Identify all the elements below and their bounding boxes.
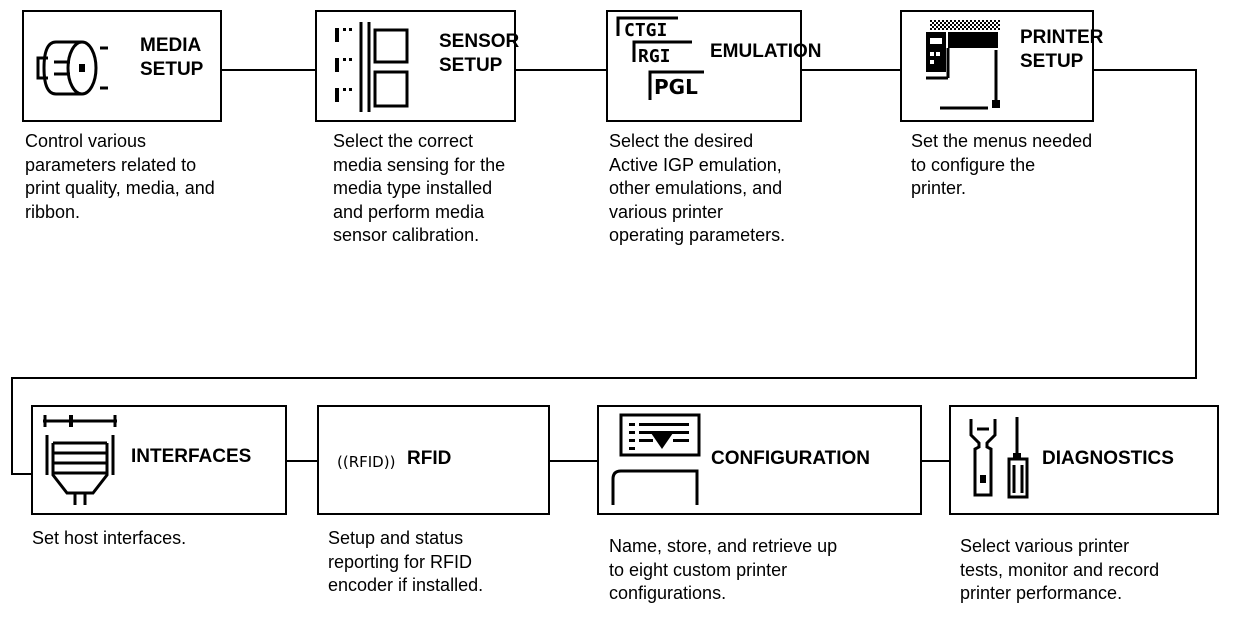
diagnostics-box[interactable]: DIAGNOSTICS [949, 405, 1219, 515]
rfid-desc-line: Setup and status [328, 528, 464, 548]
printer-setup-description: Set the menus needed to configure the pr… [911, 130, 1092, 201]
interfaces-desc-line: Set host interfaces. [32, 528, 187, 548]
sensor-desc-line: and perform media [333, 201, 485, 222]
configuration-description: Name, store, and retrieve up to eight cu… [609, 535, 837, 606]
diagnostics-desc-line: printer performance. [960, 583, 1123, 603]
emulation-stack-icon: CTGI RGI PGL [616, 16, 704, 100]
media-setup-box[interactable]: MEDIA SETUP [22, 10, 222, 122]
printer-setup-box[interactable]: PRINTER SETUP [900, 10, 1103, 122]
rfid-label: RFID [407, 448, 452, 469]
printer-setup-label-line1: PRINTER [1020, 27, 1104, 48]
printer-desc-line: to configure the [911, 154, 1036, 175]
media-desc-line: Control various [25, 131, 147, 151]
emulation-desc-line: Select the desired [609, 131, 754, 151]
ribbon-roll-icon [36, 40, 108, 96]
sensor-setup-label-line1: SENSOR [439, 31, 520, 52]
emulation-box[interactable]: CTGI RGI PGL EMULATION [606, 10, 822, 122]
sensor-setup-description: Select the correct media sensing for the… [333, 130, 505, 248]
interfaces-box[interactable]: INTERFACES [31, 405, 287, 515]
printer-desc-line: Set the menus needed [911, 131, 1093, 151]
rfid-desc-line: encoder if installed. [328, 575, 484, 595]
configuration-desc-line: Name, store, and retrieve up [609, 536, 838, 556]
rfid-icon: ((RFID)) [337, 453, 395, 471]
emulation-icon-ctgi: CTGI [624, 20, 667, 41]
sensor-setup-label-line2: SETUP [439, 55, 503, 76]
media-setup-label-line1: MEDIA [140, 35, 202, 56]
configuration-desc-line: configurations. [609, 583, 727, 603]
media-setup-description: Control various parameters related to pr… [25, 130, 215, 224]
media-setup-label-line2: SETUP [140, 59, 204, 80]
printer-desc-line: printer. [911, 178, 967, 198]
emulation-label: EMULATION [710, 41, 822, 62]
diagnostics-description: Select various printer tests, monitor an… [960, 535, 1159, 606]
emulation-desc-line: other emulations, and [609, 178, 783, 198]
emulation-icon-rgi: RGI [638, 46, 671, 67]
interfaces-description: Set host interfaces. [32, 527, 186, 551]
rfid-desc-line: reporting for RFID [328, 551, 473, 572]
sensor-desc-line: sensor calibration. [333, 225, 480, 245]
rfid-description: Setup and status reporting for RFID enco… [328, 527, 483, 598]
rfid-box[interactable]: ((RFID)) RFID [317, 405, 550, 515]
printer-setup-icon [926, 20, 1000, 110]
media-sensor-icon [335, 22, 409, 112]
configuration-box[interactable]: CONFIGURATION [597, 405, 922, 515]
sensor-desc-line: Select the correct [333, 131, 474, 151]
configuration-desc-line: to eight custom printer [609, 559, 788, 580]
printer-setup-label-line2: SETUP [1020, 51, 1084, 72]
diagnostics-desc-line: tests, monitor and record [960, 559, 1160, 580]
emulation-icon-pgl: PGL [654, 75, 698, 99]
media-desc-line: print quality, media, and [25, 178, 215, 198]
rfid-icon-text: ((RFID)) [337, 453, 395, 471]
emulation-desc-line: various printer [609, 201, 724, 222]
emulation-description: Select the desired Active IGP emulation,… [609, 130, 785, 248]
emulation-desc-line: Active IGP emulation, [609, 154, 782, 175]
sensor-desc-line: media sensing for the [333, 154, 506, 175]
emulation-desc-line: operating parameters. [609, 225, 786, 245]
configuration-label: CONFIGURATION [711, 448, 871, 469]
diagnostics-desc-line: Select various printer [960, 536, 1130, 556]
configuration-icon [611, 413, 701, 505]
media-desc-line: parameters related to [25, 154, 197, 175]
sensor-setup-box[interactable]: SENSOR SETUP [315, 10, 520, 122]
connector-icon [43, 415, 117, 505]
diagnostics-label: DIAGNOSTICS [1042, 448, 1174, 469]
media-desc-line: ribbon. [25, 201, 81, 222]
interfaces-label: INTERFACES [131, 446, 252, 467]
wrench-screwdriver-icon [969, 417, 1029, 499]
sensor-desc-line: media type installed [333, 178, 493, 198]
